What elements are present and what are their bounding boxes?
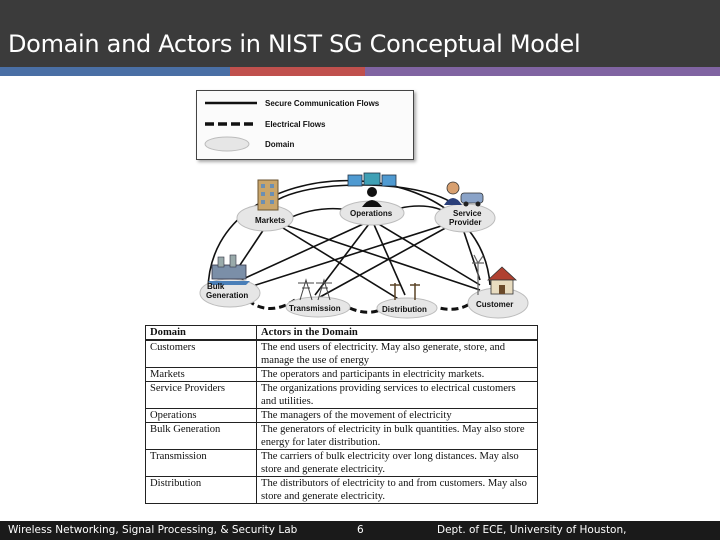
table-row: Distribution The distributors of electri… xyxy=(145,476,538,504)
domain-cell: Distribution xyxy=(145,476,257,504)
slide-title: Domain and Actors in NIST SG Conceptual … xyxy=(8,30,581,58)
operations-control-room-icon xyxy=(347,172,397,207)
column-header-domain: Domain xyxy=(145,325,257,341)
node-label-customer: Customer xyxy=(476,300,513,309)
distribution-cloud xyxy=(376,297,438,319)
table-row: Customers The end users of electricity. … xyxy=(145,339,538,368)
node-label-operations: Operations xyxy=(350,209,393,218)
title-bar: Domain and Actors in NIST SG Conceptual … xyxy=(0,0,720,67)
actors-cell: The end users of electricity. May also g… xyxy=(256,339,538,368)
actors-cell: The organizations providing services to … xyxy=(256,381,538,409)
accent-stripe-red xyxy=(230,67,365,76)
legend-electrical-label: Electrical Flows xyxy=(265,120,326,129)
bulk-generation-plant-icon xyxy=(208,254,250,285)
distribution-pole-icon xyxy=(390,283,420,300)
actors-cell: The generators of electricity in bulk qu… xyxy=(256,422,538,450)
node-label-transmission: Transmission xyxy=(289,304,341,313)
node-label-distribution: Distribution xyxy=(382,305,427,314)
table-row: Bulk Generation The generators of electr… xyxy=(145,422,538,450)
table-row: Operations The managers of the movement … xyxy=(145,408,538,423)
actors-cell: The operators and participants in electr… xyxy=(256,367,538,382)
domain-cell: Customers xyxy=(145,339,257,368)
diagram-legend: Secure Communication Flows Electrical Fl… xyxy=(196,90,414,160)
flow-arc-outer xyxy=(207,179,491,291)
flow-operations-bulk xyxy=(229,219,373,286)
flow-operations-distribution xyxy=(371,219,406,296)
accent-stripe-blue xyxy=(0,67,230,76)
flow-provider-bulk xyxy=(239,219,461,291)
footer-department: Dept. of ECE, University of Houston, xyxy=(437,524,627,536)
table-header-row: Domain Actors in the Domain xyxy=(145,325,538,341)
flow-provider-transmission xyxy=(319,219,461,298)
legend-domain-cloud xyxy=(204,136,250,152)
actors-cell: The distributors of electricity to and f… xyxy=(256,476,538,504)
actors-cell: The managers of the movement of electric… xyxy=(256,408,538,423)
footer-lab-name: Wireless Networking, Signal Processing, … xyxy=(8,524,298,536)
legend-secure-label: Secure Communication Flows xyxy=(265,99,380,108)
node-label-service-provider-line1: Service xyxy=(453,209,482,218)
domain-cell: Bulk Generation xyxy=(145,422,257,450)
domain-cell: Operations xyxy=(145,408,257,423)
flow-markets-customer xyxy=(269,219,481,291)
domain-cell: Service Providers xyxy=(145,381,257,409)
domain-actors-table: Domain Actors in the Domain Customers Th… xyxy=(145,325,538,504)
smart-grid-diagram: Markets Operations Service Provider Bulk… xyxy=(199,172,529,319)
footer-page-number: 6 xyxy=(357,524,364,536)
node-label-markets: Markets xyxy=(255,216,286,225)
node-label-bulk-generation-line2: Generation xyxy=(206,291,248,300)
flow-operations-customer xyxy=(371,219,481,286)
table-row: Service Providers The organizations prov… xyxy=(145,381,538,409)
slide-footer: Wireless Networking, Signal Processing, … xyxy=(0,521,720,540)
column-header-actors: Actors in the Domain xyxy=(256,325,538,341)
accent-stripe-purple xyxy=(365,67,720,76)
actors-cell: The carriers of bulk electricity over lo… xyxy=(256,449,538,477)
transmission-tower-icon xyxy=(298,278,332,301)
legend-domain-label: Domain xyxy=(265,140,295,149)
customer-house-icon xyxy=(472,254,518,295)
node-label-bulk-generation-line1: Bulk xyxy=(207,282,225,291)
domain-cell: Transmission xyxy=(145,449,257,477)
domain-cell: Markets xyxy=(145,367,257,382)
table-row: Markets The operators and participants i… xyxy=(145,367,538,382)
transmission-cloud xyxy=(285,296,351,318)
table-row: Transmission The carriers of bulk electr… xyxy=(145,449,538,477)
legend-symbols xyxy=(204,101,257,152)
node-label-service-provider-line2: Provider xyxy=(449,218,481,227)
markets-building-icon xyxy=(257,179,279,211)
service-provider-icon xyxy=(444,181,484,207)
